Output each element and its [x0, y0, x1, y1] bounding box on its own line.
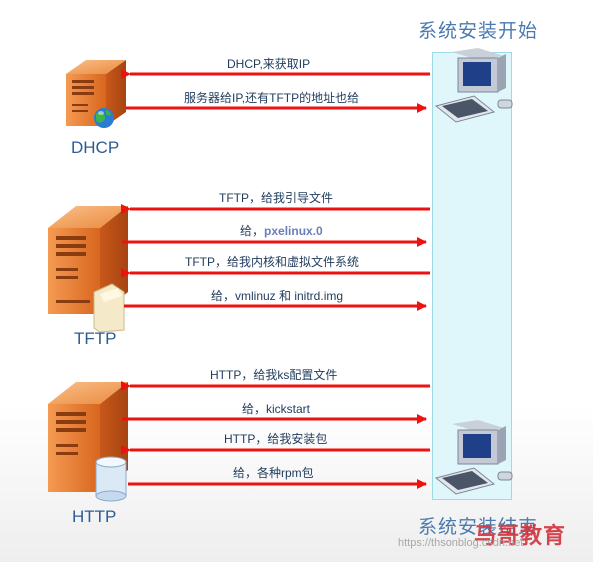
globe-icon — [94, 108, 114, 128]
http-server-icon — [48, 382, 128, 492]
message-3: TFTP，给我引导文件 — [219, 191, 333, 205]
dhcp-label: DHCP — [71, 138, 120, 157]
message-2: 服务器给IP,还有TFTP的地址也给 — [184, 91, 360, 105]
message-4-prefix: 给， — [240, 224, 265, 238]
client-computer-start-icon — [434, 48, 513, 123]
folder-icon — [93, 283, 125, 333]
title-install-start: 系统安装开始 — [418, 20, 539, 42]
tftp-label: TFTP — [74, 329, 117, 348]
url-watermark: https://thsonblog.csdn.net — [398, 537, 524, 549]
tftp-server-icon — [48, 206, 128, 314]
message-6: 给，vmlinuz 和 initrd.img — [211, 289, 344, 303]
message-4: 给，pxelinux.0 — [240, 222, 323, 239]
title-install-end: 系统安装结束 — [418, 516, 539, 538]
http-label: HTTP — [72, 507, 117, 526]
message-4-file: pxelinux.0 — [264, 224, 323, 238]
message-5: TFTP，给我内核和虚拟文件系统 — [185, 255, 359, 269]
brand-watermark: 马哥教育 — [474, 524, 567, 549]
message-9: HTTP，给我安装包 — [224, 432, 328, 446]
message-1: DHCP,来获取IP — [227, 57, 311, 71]
message-7: HTTP，给我ks配置文件 — [210, 368, 338, 382]
message-10: 给，各种rpm包 — [233, 466, 314, 480]
client-computer-end-icon — [434, 420, 513, 495]
database-icon — [95, 456, 127, 502]
message-8: 给，kickstart — [242, 402, 311, 416]
